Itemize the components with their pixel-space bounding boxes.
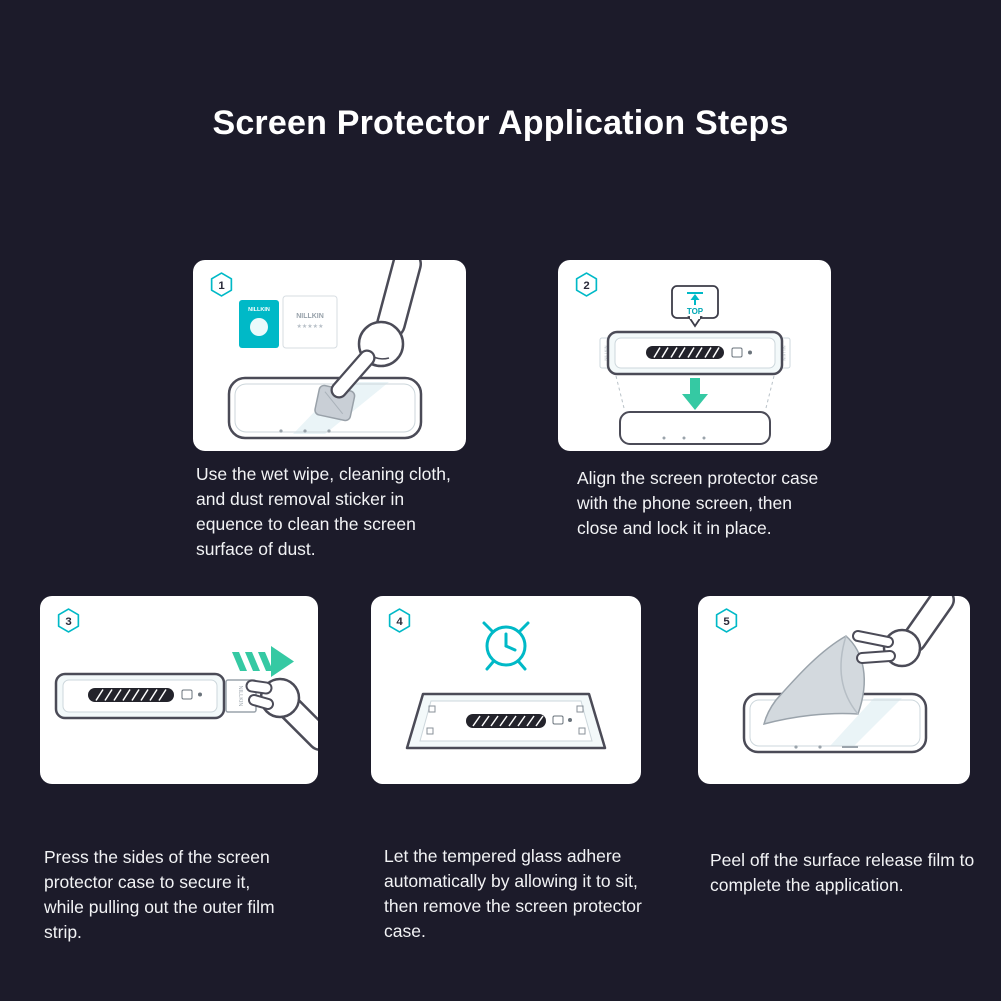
alarm-clock-icon: [482, 621, 530, 671]
protector-case-icon: [54, 672, 226, 720]
phone-icon: [619, 411, 771, 445]
step-caption-1: Use the wet wipe, cleaning cloth, and du…: [196, 464, 451, 559]
svg-text:NILLKIN: NILLKIN: [248, 307, 270, 313]
hand-icon: [852, 596, 955, 668]
release-film-icon: [762, 635, 865, 726]
svg-text:3: 3: [65, 616, 71, 628]
step-number-badge: 5: [715, 608, 738, 633]
svg-text:2: 2: [583, 280, 589, 292]
step-number-badge: 3: [57, 608, 80, 633]
arrow-down-icon: [682, 378, 708, 410]
svg-text:TOP: TOP: [687, 307, 704, 316]
svg-text:1: 1: [218, 280, 225, 292]
svg-text:NILLKIN: NILLKIN: [782, 345, 787, 360]
protector-case-icon: [405, 692, 607, 750]
step-card-1: NILLKIN NILLKIN ★★★★★: [193, 260, 466, 451]
step-number-badge: 1: [210, 272, 233, 297]
step-caption-5: Peel off the surface release film to com…: [710, 850, 975, 895]
step-caption-2: Align the screen protector case with the…: [577, 468, 819, 538]
step-2-illustration: TOP NILLKIN NILLKIN: [599, 285, 791, 445]
wipe-packets-icon: NILLKIN NILLKIN ★★★★★: [239, 295, 338, 349]
step-number-badge: 2: [575, 272, 598, 297]
guide-line: [615, 375, 625, 409]
step-3-illustration: NILLKIN: [54, 646, 318, 751]
step-card-5: 5: [698, 596, 970, 784]
svg-text:★★★★★: ★★★★★: [297, 323, 324, 330]
hand-icon: [330, 260, 422, 399]
svg-text:NILLKIN: NILLKIN: [237, 686, 243, 707]
protector-case-icon: NILLKIN NILLKIN: [599, 330, 791, 376]
step-card-2: TOP NILLKIN NILLKIN: [558, 260, 831, 451]
top-tab-icon: TOP: [671, 285, 719, 328]
svg-text:5: 5: [723, 616, 730, 628]
pulling-hand-icon: [245, 677, 318, 751]
svg-text:NILLKIN: NILLKIN: [603, 345, 608, 360]
step-card-3: NILLKIN 3: [40, 596, 318, 784]
step-caption-3: Press the sides of the screen protector …: [44, 847, 275, 942]
page-title: Screen Protector Application Steps: [212, 104, 789, 142]
guide-line: [765, 375, 775, 409]
pull-arrow-icon: [232, 646, 294, 677]
step-4-illustration: [405, 621, 607, 750]
svg-text:NILLKIN: NILLKIN: [296, 313, 324, 320]
svg-text:4: 4: [396, 616, 403, 628]
step-card-4: 4: [371, 596, 641, 784]
step-number-badge: 4: [388, 608, 411, 633]
step-1-illustration: NILLKIN NILLKIN ★★★★★: [227, 260, 423, 440]
step-caption-4: Let the tempered glass adhere automatica…: [384, 846, 642, 941]
step-5-illustration: [742, 596, 955, 754]
